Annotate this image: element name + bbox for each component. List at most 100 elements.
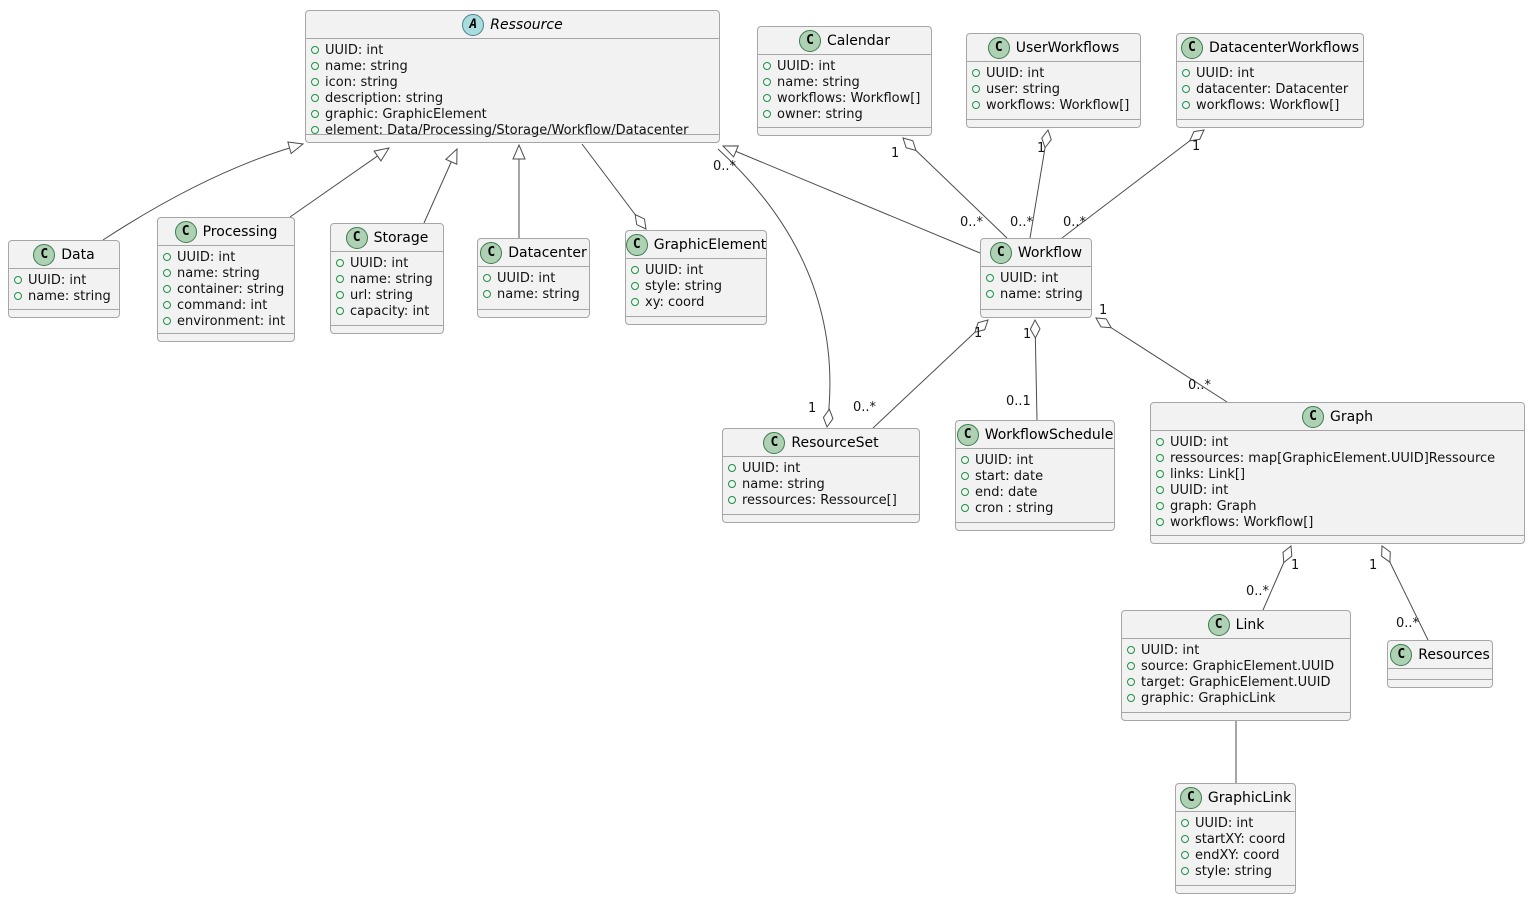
class-userworkflows: C UserWorkflows UUID: int user: string w…	[966, 33, 1141, 128]
attribute-row: UUID: int	[311, 42, 711, 58]
attribute-row: user: string	[972, 81, 1132, 97]
attribute-row: UUID: int	[1127, 642, 1342, 658]
attribute-row: UUID: int	[728, 460, 911, 476]
attribute-row: environment: int	[163, 313, 286, 329]
attribute-row: UUID: int	[1156, 434, 1516, 450]
attribute-row: startXY: coord	[1181, 831, 1287, 847]
field-icon	[1127, 662, 1135, 670]
class-name: Data	[61, 246, 95, 263]
attribute-row: UUID: int	[631, 262, 758, 278]
class-icon: C	[956, 423, 979, 446]
edge-graph-link	[1262, 545, 1293, 611]
attributes-compartment: UUID: int name: string workflows: Workfl…	[758, 55, 931, 128]
attribute-row: name: string	[763, 74, 923, 90]
class-name: Storage	[373, 229, 429, 246]
class-name: GraphicElement	[653, 236, 767, 253]
multiplicity-label: 0..*	[1396, 616, 1420, 631]
field-icon	[336, 275, 344, 283]
attribute-row: UUID: int	[483, 270, 581, 286]
attribute-text: UUID: int	[1196, 65, 1255, 81]
attribute-row: ressources: map[GraphicElement.UUID]Ress…	[1156, 450, 1516, 466]
attribute-text: graph: Graph	[1170, 498, 1257, 514]
attribute-row: style: string	[631, 278, 758, 294]
attribute-row: url: string	[336, 287, 435, 303]
class-name: GraphicLink	[1207, 789, 1292, 806]
field-icon	[631, 298, 639, 306]
attribute-text: environment: int	[177, 313, 286, 329]
class-icon: C	[345, 226, 368, 249]
field-icon	[728, 464, 736, 472]
attribute-text: UUID: int	[742, 460, 801, 476]
field-icon	[1127, 694, 1135, 702]
attribute-text: capacity: int	[350, 303, 430, 319]
class-name: Datacenter	[508, 244, 587, 261]
methods-compartment	[478, 310, 589, 317]
multiplicity-label: 0..1	[1006, 394, 1031, 409]
attribute-row: endXY: coord	[1181, 847, 1287, 863]
attribute-row: graph: Graph	[1156, 498, 1516, 514]
edge-resourceset-ressource	[717, 148, 834, 429]
attribute-text: name: string	[777, 74, 860, 90]
attribute-row: UUID: int	[14, 272, 111, 288]
field-icon	[163, 317, 171, 325]
field-icon	[311, 94, 319, 102]
attribute-text: command: int	[177, 297, 268, 313]
edge-workflow-workflowschedule	[1029, 318, 1041, 421]
multiplicity-label: 1	[891, 146, 900, 161]
class-datacenter: C Datacenter UUID: int name: string	[477, 238, 590, 318]
attribute-text: name: string	[325, 58, 408, 74]
attribute-row: UUID: int	[763, 58, 923, 74]
attribute-text: datacenter: Datacenter	[1196, 81, 1349, 97]
attributes-compartment: UUID: int name: string icon: string desc…	[306, 39, 719, 138]
field-icon	[311, 110, 319, 118]
attribute-row: graphic: GraphicLink	[1127, 690, 1342, 706]
class-link: C Link UUID: int source: GraphicElement.…	[1121, 610, 1351, 721]
methods-compartment	[1388, 680, 1492, 687]
field-icon	[631, 266, 639, 274]
attribute-row: UUID: int	[1156, 482, 1516, 498]
class-title: C WorkflowSchedule	[956, 421, 1114, 449]
multiplicity-label: 0..*	[713, 159, 737, 174]
class-graphicelement: C GraphicElement UUID: int style: string…	[625, 230, 767, 325]
attributes-compartment: UUID: int startXY: coord endXY: coord st…	[1176, 812, 1295, 886]
multiplicity-label: 0..*	[1246, 584, 1270, 599]
attribute-text: description: string	[325, 90, 444, 106]
methods-compartment	[626, 317, 766, 324]
attribute-text: user: string	[986, 81, 1060, 97]
class-title: C GraphicElement	[625, 231, 767, 259]
attribute-row: owner: string	[763, 106, 923, 122]
abstract-class-icon: A	[462, 13, 485, 36]
attribute-text: workflows: Workflow[]	[777, 90, 921, 106]
attribute-row: UUID: int	[986, 270, 1083, 286]
field-icon	[972, 85, 980, 93]
class-title: C Link	[1122, 611, 1350, 639]
class-icon: C	[1207, 613, 1230, 636]
methods-compartment	[9, 310, 119, 317]
field-icon	[163, 285, 171, 293]
field-icon	[961, 472, 969, 480]
attribute-row: container: string	[163, 281, 286, 297]
field-icon	[1181, 851, 1189, 859]
methods-compartment	[158, 334, 294, 341]
multiplicity-label: 0..*	[1063, 215, 1087, 230]
class-icon: C	[987, 36, 1010, 59]
attribute-text: UUID: int	[1170, 434, 1229, 450]
field-icon	[1156, 454, 1164, 462]
methods-compartment	[956, 523, 1114, 530]
attributes-compartment: UUID: int datacenter: Datacenter workflo…	[1177, 62, 1363, 120]
attribute-text: name: string	[350, 271, 433, 287]
multiplicity-label: 1	[1369, 558, 1378, 573]
attribute-text: UUID: int	[177, 249, 236, 265]
class-name: Ressource	[490, 16, 563, 33]
multiplicity-label: 1	[1291, 558, 1300, 573]
class-icon: C	[763, 431, 786, 454]
attribute-text: start: date	[975, 468, 1044, 484]
class-title: C Resources	[1388, 641, 1492, 669]
attribute-row: workflows: Workflow[]	[1182, 97, 1355, 113]
attribute-text: UUID: int	[1000, 270, 1059, 286]
attribute-row: cron : string	[961, 500, 1106, 516]
attribute-text: cron : string	[975, 500, 1054, 516]
field-icon	[1182, 69, 1190, 77]
attribute-text: graphic: GraphicLink	[1141, 690, 1276, 706]
